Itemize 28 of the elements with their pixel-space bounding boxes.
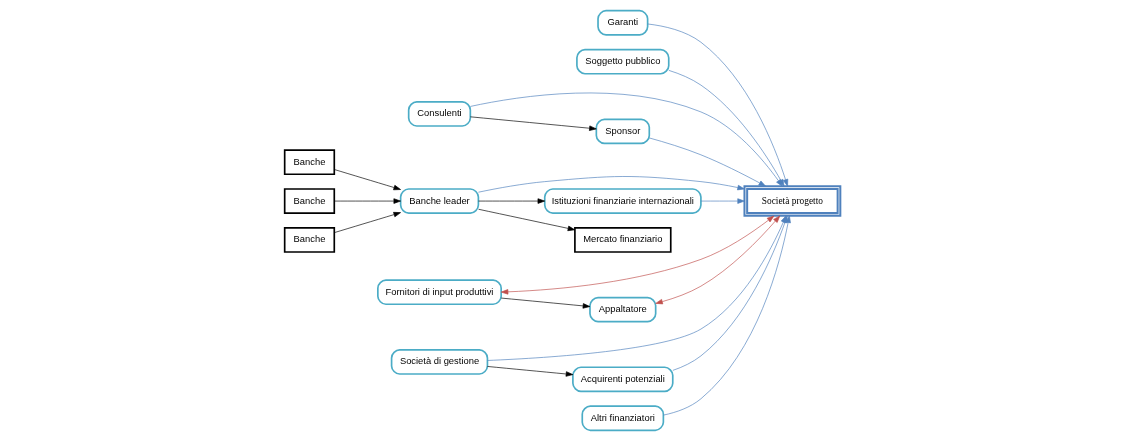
arrow xyxy=(477,198,545,204)
arrow xyxy=(477,176,745,193)
arrow xyxy=(333,169,401,191)
arrow xyxy=(486,366,573,377)
node-box: Soggetto pubblico xyxy=(575,48,670,75)
arrow xyxy=(333,212,401,233)
arrow xyxy=(477,208,575,232)
node-box: Banche xyxy=(283,227,335,253)
node-box: Garanti xyxy=(596,9,648,36)
node-box: Sponsor xyxy=(595,118,650,145)
arrow xyxy=(648,137,766,187)
node-box: Acquirenti potenziali xyxy=(571,366,674,393)
node-box: Consulenti xyxy=(407,101,471,127)
arrow xyxy=(500,215,774,295)
node-box: Società di gestione xyxy=(390,349,488,375)
arrow xyxy=(500,297,590,309)
node-box: Banche leader xyxy=(399,188,479,214)
node-box: Fornitori di input produttivi xyxy=(376,279,502,306)
node-box: Mercato finanziario xyxy=(573,227,672,253)
node-box: Appaltatore xyxy=(588,296,656,323)
arrow xyxy=(654,215,780,305)
node-box: Istituzioni finanziarie internazionali xyxy=(543,188,702,214)
arrow xyxy=(700,198,745,204)
arrow xyxy=(469,116,597,131)
node-box: Banche xyxy=(283,188,335,214)
arrow xyxy=(333,198,401,204)
node-box: Altri finanziatori xyxy=(580,405,664,432)
node-box: Banche xyxy=(283,149,335,176)
